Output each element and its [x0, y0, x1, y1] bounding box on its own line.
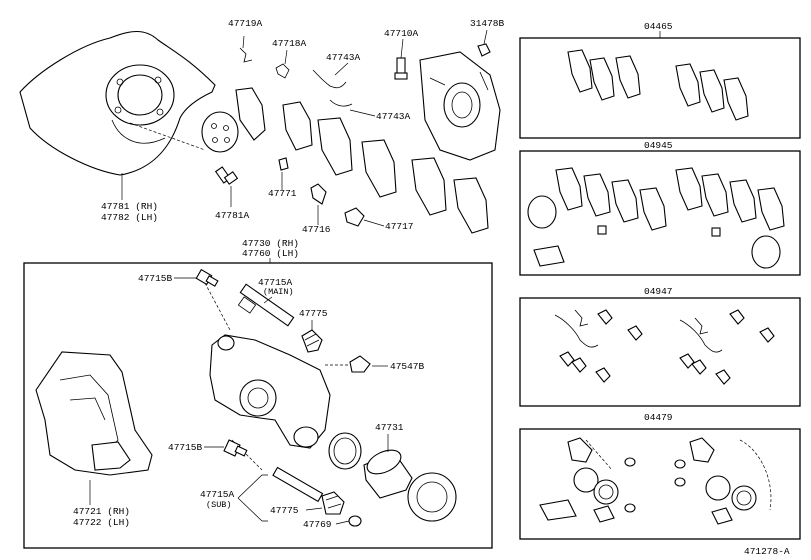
callout-boot-47775-top: 47775 — [299, 308, 328, 319]
callout-cap-47769: 47769 — [303, 519, 332, 530]
guide-pin-main-drawing — [237, 283, 295, 327]
callout-clip-47743a-top: 47743A — [326, 52, 361, 63]
callout-bolt-47715b-top: 47715B — [138, 273, 173, 284]
callout-clip-47743a-mid: 47743A — [376, 111, 411, 122]
diagram-id: 471278-A — [744, 546, 790, 557]
kit-04465-label: 04465 — [644, 21, 673, 32]
caliper-body-drawing — [209, 334, 331, 449]
callout-pin-sub-sub: (SUB) — [206, 500, 232, 510]
caliper-detail-frame — [23, 262, 493, 549]
callout-caliper-assy-lh: 47760 (LH) — [242, 248, 299, 259]
guide-pin-sub-drawing — [272, 466, 324, 503]
callout-bleeder: 47547B — [390, 361, 425, 372]
mounting-bracket-drawing — [35, 351, 153, 476]
small-shield-drawing — [201, 111, 239, 153]
bolt-47781a-drawing — [214, 166, 239, 185]
callout-shim-47716: 47716 — [302, 224, 331, 235]
callout-bolt-47715b-low: 47715B — [168, 442, 203, 453]
callout-spring-47719a: 47719A — [228, 18, 263, 29]
callout-pin-main-sub: (MAIN) — [263, 287, 294, 297]
callout-bushing-31478b: 31478B — [470, 18, 505, 29]
bolt-47710a-drawing — [394, 57, 408, 80]
bushing-31478b-drawing — [477, 43, 491, 57]
kit-04479-label: 04479 — [644, 412, 673, 423]
kit-04945-label: 04945 — [644, 140, 673, 151]
kit-04945-frame — [519, 150, 801, 276]
bolt-47715b-top-drawing — [195, 268, 219, 287]
springs-top-drawing — [239, 47, 365, 227]
dust-cover-drawing — [19, 30, 216, 176]
kit-04465-pads-drawing — [567, 49, 749, 121]
kit-04947-label: 04947 — [644, 286, 673, 297]
brake-pads-drawing — [235, 87, 489, 234]
callout-bolt-47710a: 47710A — [384, 28, 419, 39]
callout-mounting: 47721 (RH) — [73, 506, 130, 517]
kit-04479-seals-drawing — [539, 437, 772, 525]
kit-04945-parts-drawing — [527, 167, 785, 269]
kit-04947-clips-drawing — [554, 309, 775, 385]
kit-04947-frame — [519, 297, 801, 407]
callout-boot-47775-low: 47775 — [270, 505, 299, 516]
callout-bolt-47781a: 47781A — [215, 210, 250, 221]
callout-pin-main: 47715A — [258, 277, 293, 288]
callout-spring-47718a: 47718A — [272, 38, 307, 49]
callout-pin-sub: 47715A — [200, 489, 235, 500]
bolt-47715b-low-drawing — [223, 439, 248, 457]
callout-dust-cover: 47781 (RH) — [101, 201, 158, 212]
caliper-top-drawing — [419, 51, 501, 161]
callout-caliper-assy: 47730 (RH) — [242, 238, 299, 249]
callout-shim-47771: 47771 — [268, 188, 297, 199]
callout-shim-47717: 47717 — [385, 221, 414, 232]
kit-04479-frame — [519, 428, 801, 540]
callout-seal-47731: 47731 — [375, 422, 404, 433]
bleeder-47547b-drawing — [325, 355, 371, 373]
cap-47769-drawing — [348, 515, 362, 527]
piston-seal-drawing — [328, 432, 457, 522]
boot-47775-low-drawing — [321, 491, 345, 515]
callout-mounting-lh: 47722 (LH) — [73, 517, 130, 528]
kit-04465-frame — [519, 37, 801, 139]
callout-dust-cover-lh: 47782 (LH) — [101, 212, 158, 223]
boot-47775-top-drawing — [301, 329, 323, 353]
